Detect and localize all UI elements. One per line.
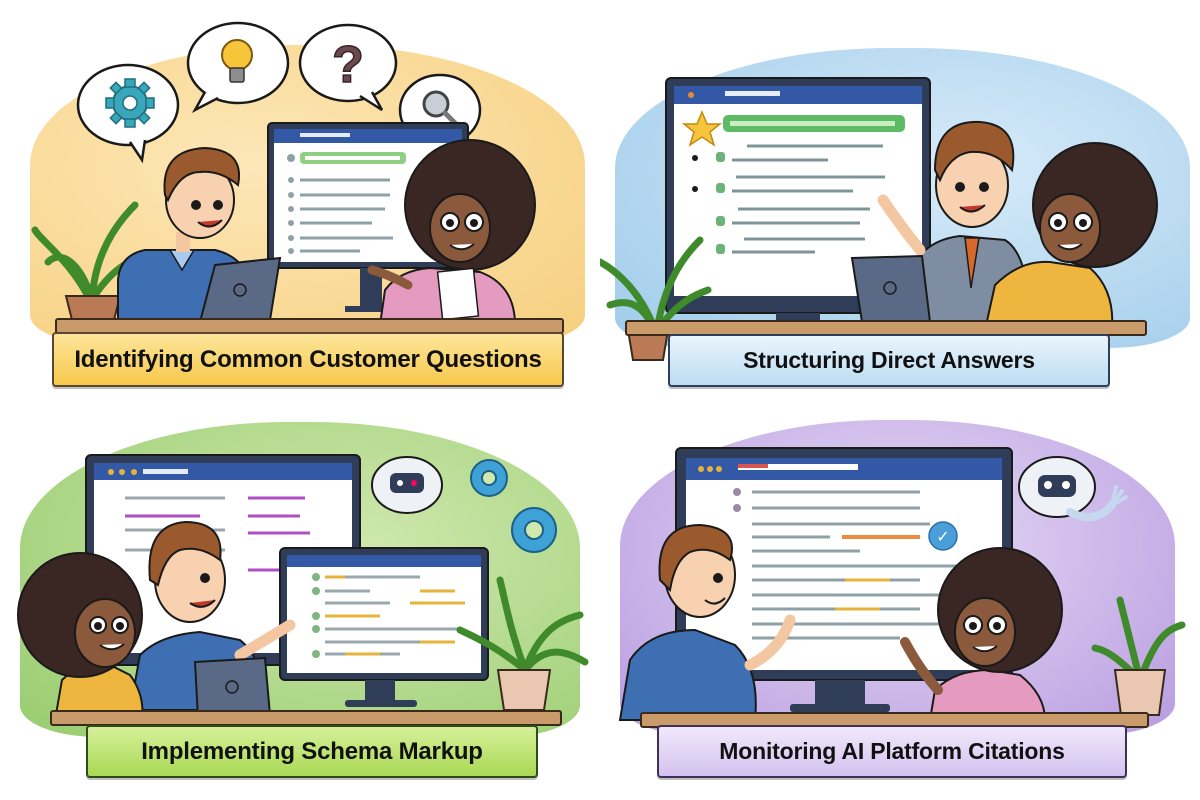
scene-illustration: ? xyxy=(31,21,536,326)
woman-character xyxy=(367,139,536,326)
robot-icon xyxy=(371,456,443,514)
caption-text: Structuring Direct Answers xyxy=(743,347,1035,373)
desk xyxy=(50,710,562,726)
panel-monitoring-citations: ✓ xyxy=(600,400,1200,800)
laptop xyxy=(850,254,932,323)
caption-structuring-answers: Structuring Direct Answers xyxy=(668,334,1110,387)
monitor xyxy=(665,77,931,351)
gear-icon xyxy=(105,78,155,128)
caption-monitoring-citations: Monitoring AI Platform Citations xyxy=(657,725,1127,778)
caption-implementing-schema: Implementing Schema Markup xyxy=(86,725,538,778)
question-mark-icon: ? xyxy=(332,36,364,94)
star-icon xyxy=(681,110,723,147)
woman-character xyxy=(983,142,1158,331)
caption-text: Monitoring AI Platform Citations xyxy=(719,738,1065,764)
scene-illustration xyxy=(17,454,589,721)
panel-identifying-questions: ? xyxy=(0,0,600,400)
caption-text: Identifying Common Customer Questions xyxy=(74,345,542,373)
man-character xyxy=(877,120,1032,331)
front-monitor xyxy=(279,547,489,707)
caption-text: Implementing Schema Markup xyxy=(141,737,483,765)
scene-illustration xyxy=(600,77,1158,361)
lightbulb-icon xyxy=(221,39,253,83)
gear-icon xyxy=(470,459,557,553)
robot-icon xyxy=(1018,456,1128,522)
woman-character xyxy=(900,547,1063,721)
checkmark-badge-icon: ✓ xyxy=(928,521,958,551)
scene-illustration: ✓ xyxy=(618,447,1186,721)
question-bubble xyxy=(298,23,398,112)
panel-implementing-schema: Implementing Schema Markup xyxy=(0,400,600,800)
caption-identifying-questions: Identifying Common Customer Questions xyxy=(52,332,564,387)
checkmark-glyph: ✓ xyxy=(936,527,949,546)
laptop xyxy=(193,656,272,720)
plant xyxy=(31,201,149,321)
plant xyxy=(600,236,712,361)
man-character xyxy=(618,523,796,721)
woman-character xyxy=(17,552,144,721)
plant xyxy=(1091,596,1186,716)
panel-structuring-answers: Structuring Direct Answers xyxy=(600,0,1200,400)
